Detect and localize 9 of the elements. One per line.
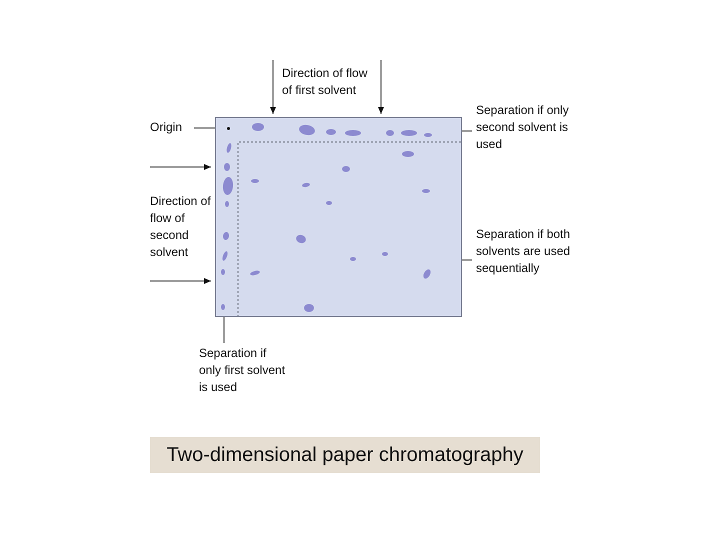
callout-label: Separation if only second solvent is used: [476, 102, 586, 153]
title-banner: Two-dimensional paper chromatography: [150, 437, 540, 473]
leader-line: [462, 130, 472, 132]
callout-label: Origin: [150, 119, 192, 136]
direction-label: Direction of flow of first solvent: [282, 65, 368, 99]
origin-dot: [226, 126, 230, 130]
callout-label: Separation if both solvents are used sequentially: [476, 226, 586, 277]
callout-label: Separation if only first solvent is used: [199, 345, 289, 396]
direction-label: Direction of flow of second solvent: [150, 193, 212, 261]
